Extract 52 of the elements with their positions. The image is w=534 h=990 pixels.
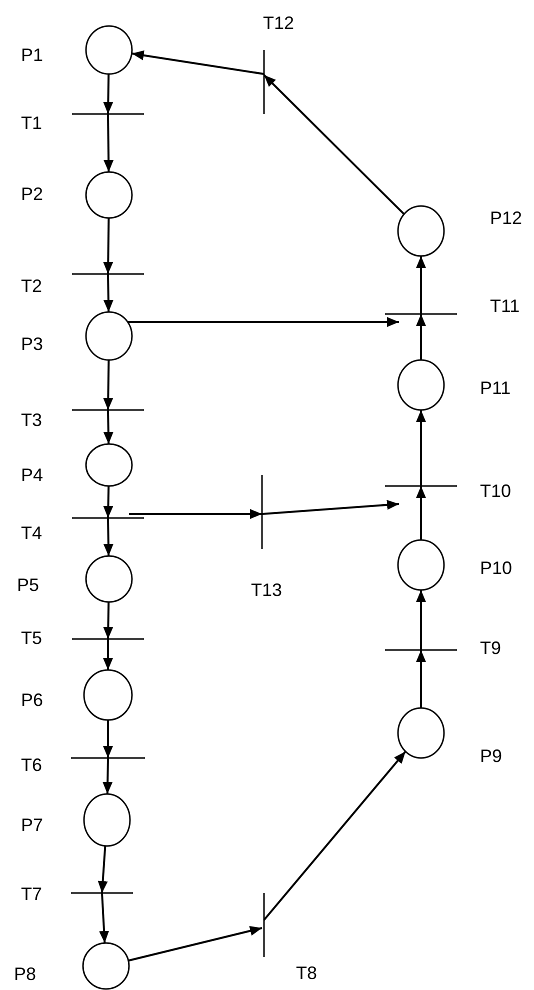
- arrow: [128, 926, 262, 962]
- transition-label: T5: [21, 628, 42, 648]
- place-label: P7: [21, 815, 44, 835]
- arrow: [416, 486, 426, 540]
- arrow: [263, 750, 406, 921]
- place-label: P1: [21, 45, 44, 65]
- arrow: [103, 274, 114, 312]
- place-label: P11: [480, 378, 511, 398]
- arrow: [416, 650, 426, 708]
- transition-label: T7: [21, 884, 42, 904]
- arrow: [263, 74, 405, 215]
- arrow: [129, 509, 262, 519]
- place-label: P9: [480, 746, 502, 766]
- place-label: P10: [480, 558, 512, 578]
- place-label: P6: [21, 690, 44, 710]
- transition-label: T1: [21, 113, 42, 133]
- arrow: [103, 602, 114, 640]
- arrow: [416, 314, 426, 360]
- place-label: P3: [21, 334, 44, 354]
- arrow: [103, 218, 114, 274]
- arrow: [132, 50, 264, 75]
- transition-label: T9: [480, 638, 502, 658]
- transition-label: T8: [296, 963, 318, 983]
- place-label: P4: [21, 465, 44, 485]
- place-label: P8: [14, 964, 36, 984]
- transition-label: T4: [21, 523, 42, 543]
- transition-label: T12: [263, 13, 294, 33]
- arrow: [103, 486, 114, 518]
- place-label: P2: [21, 184, 44, 204]
- arrow: [103, 720, 113, 758]
- arrow: [103, 410, 114, 444]
- place-label: P12: [490, 208, 522, 228]
- arrow: [99, 892, 110, 944]
- arrow: [103, 518, 114, 556]
- place-label: P5: [17, 575, 40, 595]
- arrow: [416, 590, 426, 650]
- arrow: [103, 639, 113, 670]
- transition-label: T6: [21, 755, 42, 775]
- arrow: [416, 410, 426, 486]
- arrow: [104, 114, 114, 172]
- transition-label: T13: [251, 580, 282, 600]
- transition-label: T2: [21, 276, 42, 296]
- transition-label: T11: [490, 296, 520, 316]
- arrow: [103, 360, 114, 410]
- arrow: [98, 846, 108, 894]
- arrow: [416, 256, 426, 314]
- arrow: [103, 74, 114, 114]
- arrow: [128, 317, 399, 327]
- transition-label: T10: [480, 481, 512, 501]
- arrow: [102, 758, 113, 794]
- transition-label: T3: [21, 410, 42, 430]
- arrow: [262, 500, 400, 515]
